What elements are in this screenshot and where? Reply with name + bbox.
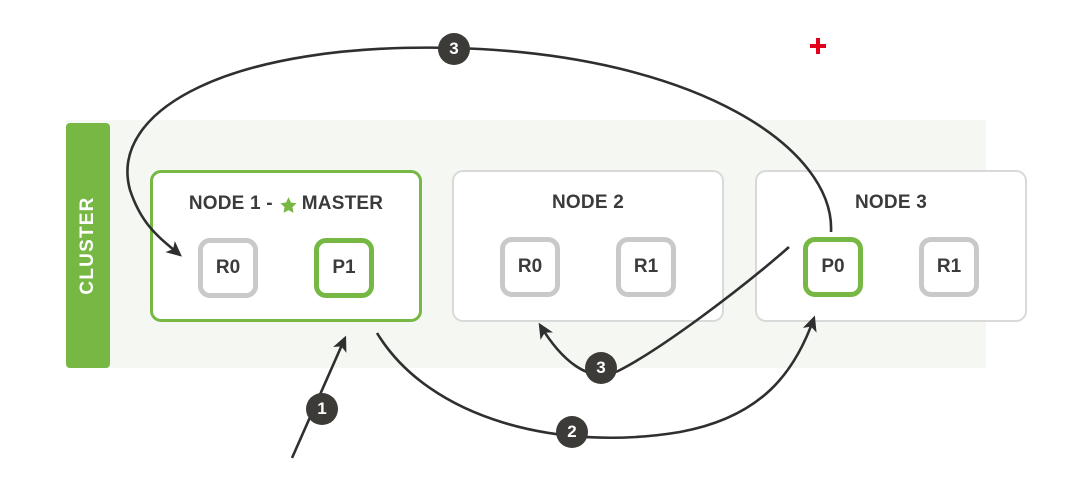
node-1-shards: R0 P1: [153, 238, 419, 298]
shard-node3-p0[interactable]: P0: [803, 237, 863, 297]
step-badge-3-bottom: 3: [585, 352, 617, 384]
shard-node2-r0[interactable]: R0: [500, 237, 560, 297]
node-2-title: NODE 2: [454, 192, 722, 214]
node-3-shards: P0 R1: [757, 237, 1025, 297]
star-icon: [279, 196, 298, 215]
node-box-2[interactable]: NODE 2 R0 R1: [452, 170, 724, 322]
node-3-name: NODE 3: [855, 192, 927, 213]
node-box-1[interactable]: NODE 1 - MASTER R0 P1: [150, 170, 422, 322]
node-1-name: NODE 1 -: [188, 193, 273, 214]
shard-node1-p1[interactable]: P1: [314, 238, 374, 298]
node-box-3[interactable]: NODE 3 P0 R1: [755, 170, 1027, 322]
node-2-name: NODE 2: [552, 192, 624, 213]
cluster-tab: CLUSTER: [66, 123, 110, 368]
step-badge-3-top: 3: [438, 33, 470, 65]
step-badge-1: 1: [306, 393, 338, 425]
cluster-label: CLUSTER: [77, 196, 98, 295]
plus-icon: [810, 38, 826, 54]
step-badge-2: 2: [556, 416, 588, 448]
node-1-title: NODE 1 - MASTER: [153, 193, 419, 215]
shard-node1-r0[interactable]: R0: [198, 238, 258, 298]
shard-node3-r1[interactable]: R1: [919, 237, 979, 297]
shard-node2-r1[interactable]: R1: [616, 237, 676, 297]
node-1-master-label: MASTER: [301, 193, 384, 214]
node-2-shards: R0 R1: [454, 237, 722, 297]
node-3-title: NODE 3: [757, 192, 1025, 214]
